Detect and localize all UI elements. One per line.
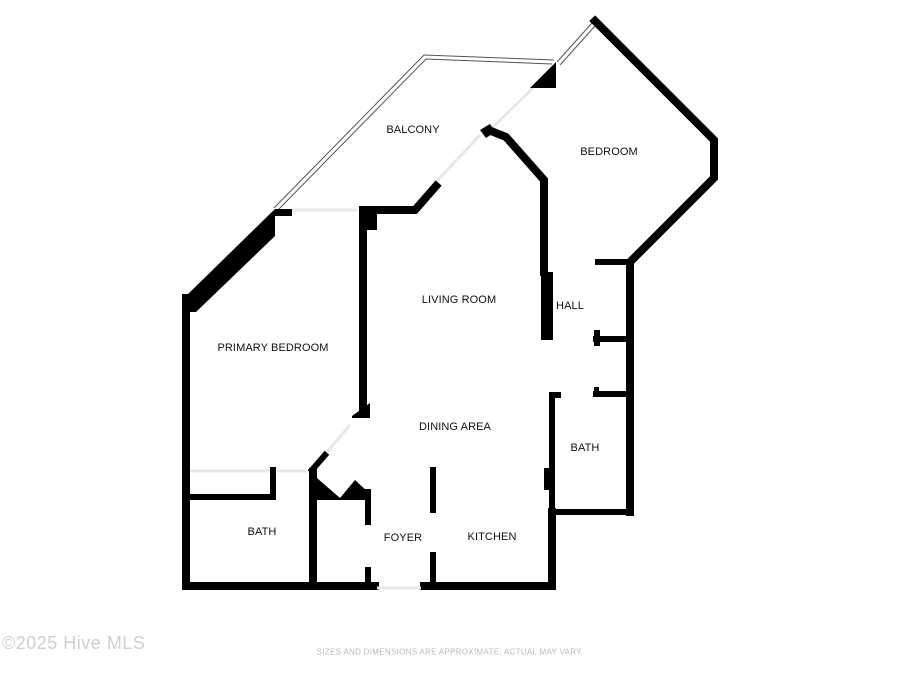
- room-label-bath-1: BATH: [247, 526, 277, 538]
- bath-1-walls: [187, 467, 317, 590]
- copyright-watermark: ©2025 Hive MLS: [2, 633, 146, 653]
- room-label-kitchen: KITCHEN: [467, 531, 517, 543]
- foyer-walls: [307, 424, 436, 589]
- room-label-foyer: FOYER: [383, 532, 423, 544]
- living-room-walls: [401, 124, 553, 340]
- bedroom-walls: [530, 15, 718, 344]
- bottom-walls: [182, 582, 556, 590]
- room-label-dining-area: DINING AREA: [418, 421, 492, 433]
- room-label-balcony: BALCONY: [386, 124, 440, 136]
- room-label-living-room: LIVING ROOM: [421, 294, 497, 306]
- balcony-railing: [273, 22, 596, 211]
- room-label-primary-bedroom: PRIMARY BEDROOM: [217, 342, 329, 354]
- room-label-bedroom: BEDROOM: [580, 146, 638, 158]
- dimensions-disclaimer: SIZES AND DIMENSIONS ARE APPROXIMATE, AC…: [316, 647, 584, 657]
- hall-walls: [593, 330, 634, 516]
- primary-bedroom-walls: [182, 206, 409, 590]
- room-label-hall: HALL: [556, 300, 584, 312]
- bath-2-walls: [544, 392, 633, 590]
- room-label-bath-2: BATH: [570, 442, 600, 454]
- balcony-doors: [292, 86, 535, 212]
